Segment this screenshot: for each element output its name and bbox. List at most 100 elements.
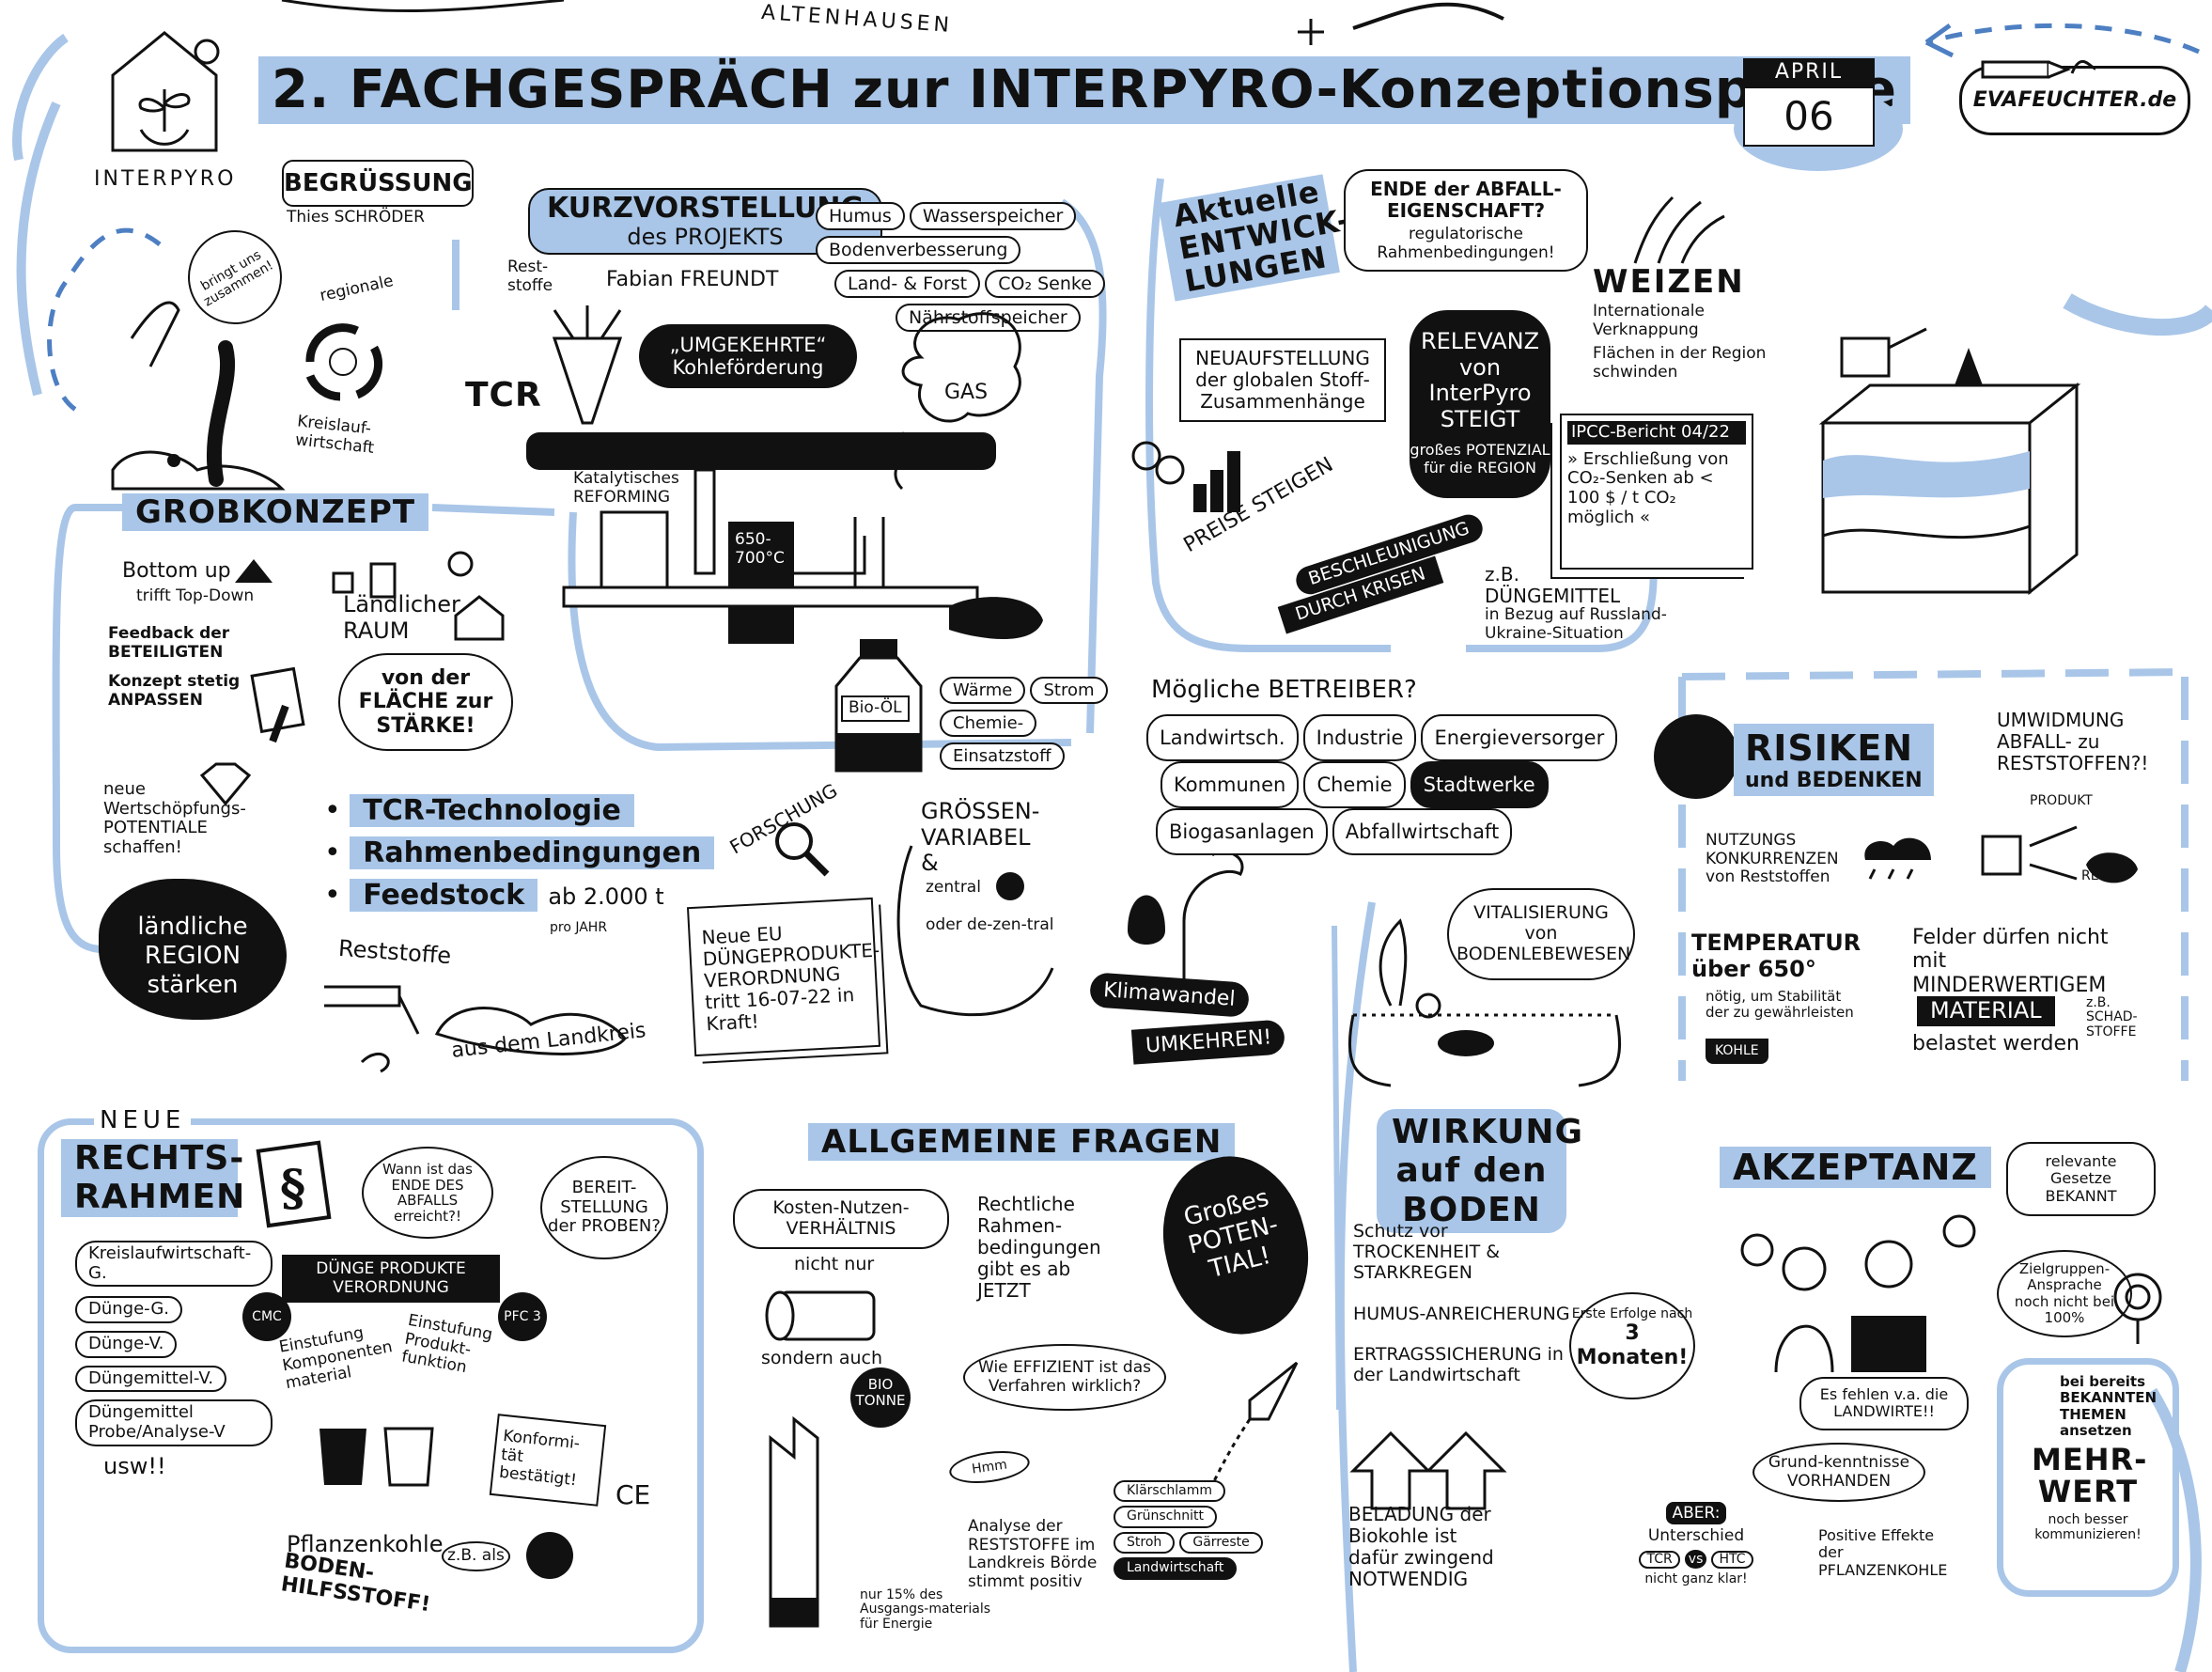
oil-use-pill: Einsatzstoff [940, 742, 1065, 770]
coal-cart: KOHLE [1706, 1039, 1768, 1065]
law-list: Kreislaufwirtschaft-G. Dünge-G. Dünge-V.… [75, 1241, 273, 1479]
risks-title-block: RISIKEN und BEDENKEN [1734, 724, 1934, 797]
source-pill: Landwirtschaft [1114, 1557, 1238, 1580]
but-also-label: sondern auch [761, 1348, 883, 1368]
competition-label: NUTZUNGS KONKURRENZEN von Reststoffen [1706, 831, 1839, 887]
htc-pill: HTC [1711, 1551, 1753, 1570]
svg-text:§: § [280, 1160, 305, 1217]
wheat-title: WEIZEN [1593, 263, 1745, 301]
top-down-label: trifft Top-Down [136, 586, 255, 605]
date-day: 06 [1743, 86, 1875, 147]
interpyro-logo: INTERPYRO [85, 19, 244, 197]
risks-title: RISIKEN [1745, 727, 1914, 769]
pfc-badge: PFC 3 [498, 1292, 547, 1341]
target-icon [2113, 1273, 2162, 1344]
use-pill: Humus [816, 202, 905, 230]
example-label: z.B. SCHAD-STOFFE [2086, 995, 2138, 1039]
use-pill: Bodenverbesserung [816, 236, 1021, 264]
gas-label: GAS [944, 381, 989, 404]
waste-end-text: ENDE der ABFALL-EIGENSCHAFT? [1370, 178, 1562, 222]
size-bracket [896, 845, 1054, 1017]
source-list: Klärschlamm Grünschnitt Stroh Gärreste L… [1114, 1480, 1264, 1580]
wheat-notes: Internationale Verknappung Flächen in de… [1593, 302, 1790, 382]
operator-pill: Industrie [1302, 714, 1417, 761]
cost-bubble: Kosten-Nutzen-VERHÄLTNIS [733, 1189, 949, 1249]
waste-end-bubble: ENDE der ABFALL-EIGENSCHAFT? regulatoris… [1344, 169, 1588, 273]
pipe-leaves-doodle [324, 985, 627, 1073]
restructuring-box: NEUAUFSTELLUNG der globalen Stoff-Zusamm… [1179, 338, 1386, 422]
reststoffe-label: Rest-stoffe [507, 258, 553, 295]
soil-plant-doodle [1347, 918, 1622, 1087]
unclear-label: nicht ganz klar! [1644, 1571, 1748, 1587]
wheat-note: Flächen in der Region schwinden [1593, 344, 1767, 382]
law-pill: Düngemittel-V. [75, 1365, 227, 1393]
bullet-item: Feedback der BETEILIGTEN [108, 624, 230, 662]
operator-pill: Abfallwirtschaft [1332, 808, 1513, 855]
source-pill: Stroh [1114, 1531, 1176, 1555]
house-plant-icon [111, 31, 220, 152]
factory-bar-icon [769, 1415, 819, 1628]
samples-bubble: BEREIT-STELLUNG der PROBEN? [540, 1156, 668, 1260]
regulatory-text: regulatorische Rahmenbedingungen! [1377, 225, 1555, 262]
soil-effects: Schutz vor TROCKENHEIT & STARKREGEN HUMU… [1353, 1221, 1579, 1386]
price-chart-icon [1131, 441, 1240, 512]
oil-use-pill: Wärme [940, 677, 1026, 704]
first-results-text: Erste Erfolge nach [1571, 1306, 1693, 1321]
temperature-title: TEMPERATUR über 650° [1691, 930, 1862, 982]
bomb-icon [1654, 714, 1738, 799]
operator-pill: Landwirtsch. [1146, 714, 1299, 761]
legal-neue: NEUE [94, 1106, 192, 1135]
oil-use-pill: Chemie- [940, 710, 1037, 737]
zb-label: z.B. als [442, 1541, 510, 1571]
use-pill: Land- & Forst [834, 270, 981, 298]
difference-label: Unterschied [1647, 1525, 1745, 1545]
grobkonzept-bullets: Feedback der BETEILIGTEN Konzept stetig … [108, 624, 268, 710]
waste-end-question: Wann ist das ENDE DES ABFALLS erreicht?! [362, 1147, 493, 1239]
use-pill: Nährstoffspeicher [896, 304, 1081, 332]
size-label: GRÖSSEN-VARIABEL & [921, 798, 1040, 877]
topic-label: TCR-Technologie [350, 794, 634, 827]
soil-block-illustration [1818, 348, 2081, 596]
topic-label: Feedstock [350, 879, 538, 912]
operator-pill: Energieversorger [1421, 714, 1618, 761]
date-month: APRIL [1743, 58, 1875, 86]
watering-can-icon [1840, 327, 1927, 378]
central-label: zentral [926, 878, 981, 897]
regulation-banner: DÜNGE PRODUKTE VERORDNUNG [282, 1255, 500, 1304]
tcr-label: TCR [465, 376, 542, 414]
temperature-label: 650-700°C [735, 530, 785, 568]
law-pill: Dünge-G. [75, 1296, 183, 1324]
law-etc: usw!! [103, 1452, 166, 1479]
temperature-note: nötig, um Stabilität der zu gewährleiste… [1706, 988, 1854, 1022]
welcome-title: BEGRÜSSUNG [284, 169, 473, 197]
author-signature-text: EVAFEUCHTER.de [1972, 88, 2177, 112]
percent-label: nur 15% des Ausgangs-materials für Energ… [860, 1587, 991, 1632]
conformity-doc: Konformi-tät bestätigt! [489, 1414, 607, 1507]
law-pill: Düngemittel Probe/Analyse-V [75, 1399, 273, 1446]
laws-known-bubble: relevante Gesetze BEKANNT [2006, 1142, 2156, 1217]
decentral-label: oder de-zen-tral [926, 915, 1054, 934]
soil-effect: HUMUS-ANREICHERUNG [1353, 1303, 1570, 1324]
location-label: ALTENHAUSEN [760, 0, 954, 39]
use-pill: CO₂ Senke [985, 270, 1105, 298]
questions-title: ALLGEMEINE FRAGEN [808, 1123, 1236, 1161]
rural-space-label: Ländlicher RAUM [343, 591, 460, 644]
people-doodle [1740, 1214, 1976, 1373]
operator-pill: Chemie [1303, 761, 1406, 808]
welcome-speaker: Thies SCHRÖDER [287, 208, 425, 227]
house-up-icon [235, 559, 273, 583]
project-speaker: Fabian FREUNDT [606, 268, 779, 291]
cloud-rain-icon [1864, 837, 1931, 880]
project-title-line2: des PROJEKTS [627, 224, 784, 250]
relevance-text: RELEVANZ von InterPyro STEIGT [1420, 328, 1540, 432]
biochar-label: Pflanzenkohle [287, 1531, 444, 1557]
welcome-bubble: BEGRÜSSUNG [282, 160, 474, 207]
wheat-note: Internationale Verknappung [1593, 302, 1705, 339]
law-pill: Dünge-V. [75, 1331, 178, 1358]
date-calendar: APRIL 06 [1734, 58, 1903, 171]
soil-effect: Schutz vor TROCKENHEIT & STARKREGEN [1353, 1221, 1501, 1283]
product-label: PRODUKT [2030, 793, 2093, 808]
cups-doodle [319, 1427, 434, 1487]
ipcc-title: IPCC-Bericht 04/22 [1567, 421, 1746, 445]
